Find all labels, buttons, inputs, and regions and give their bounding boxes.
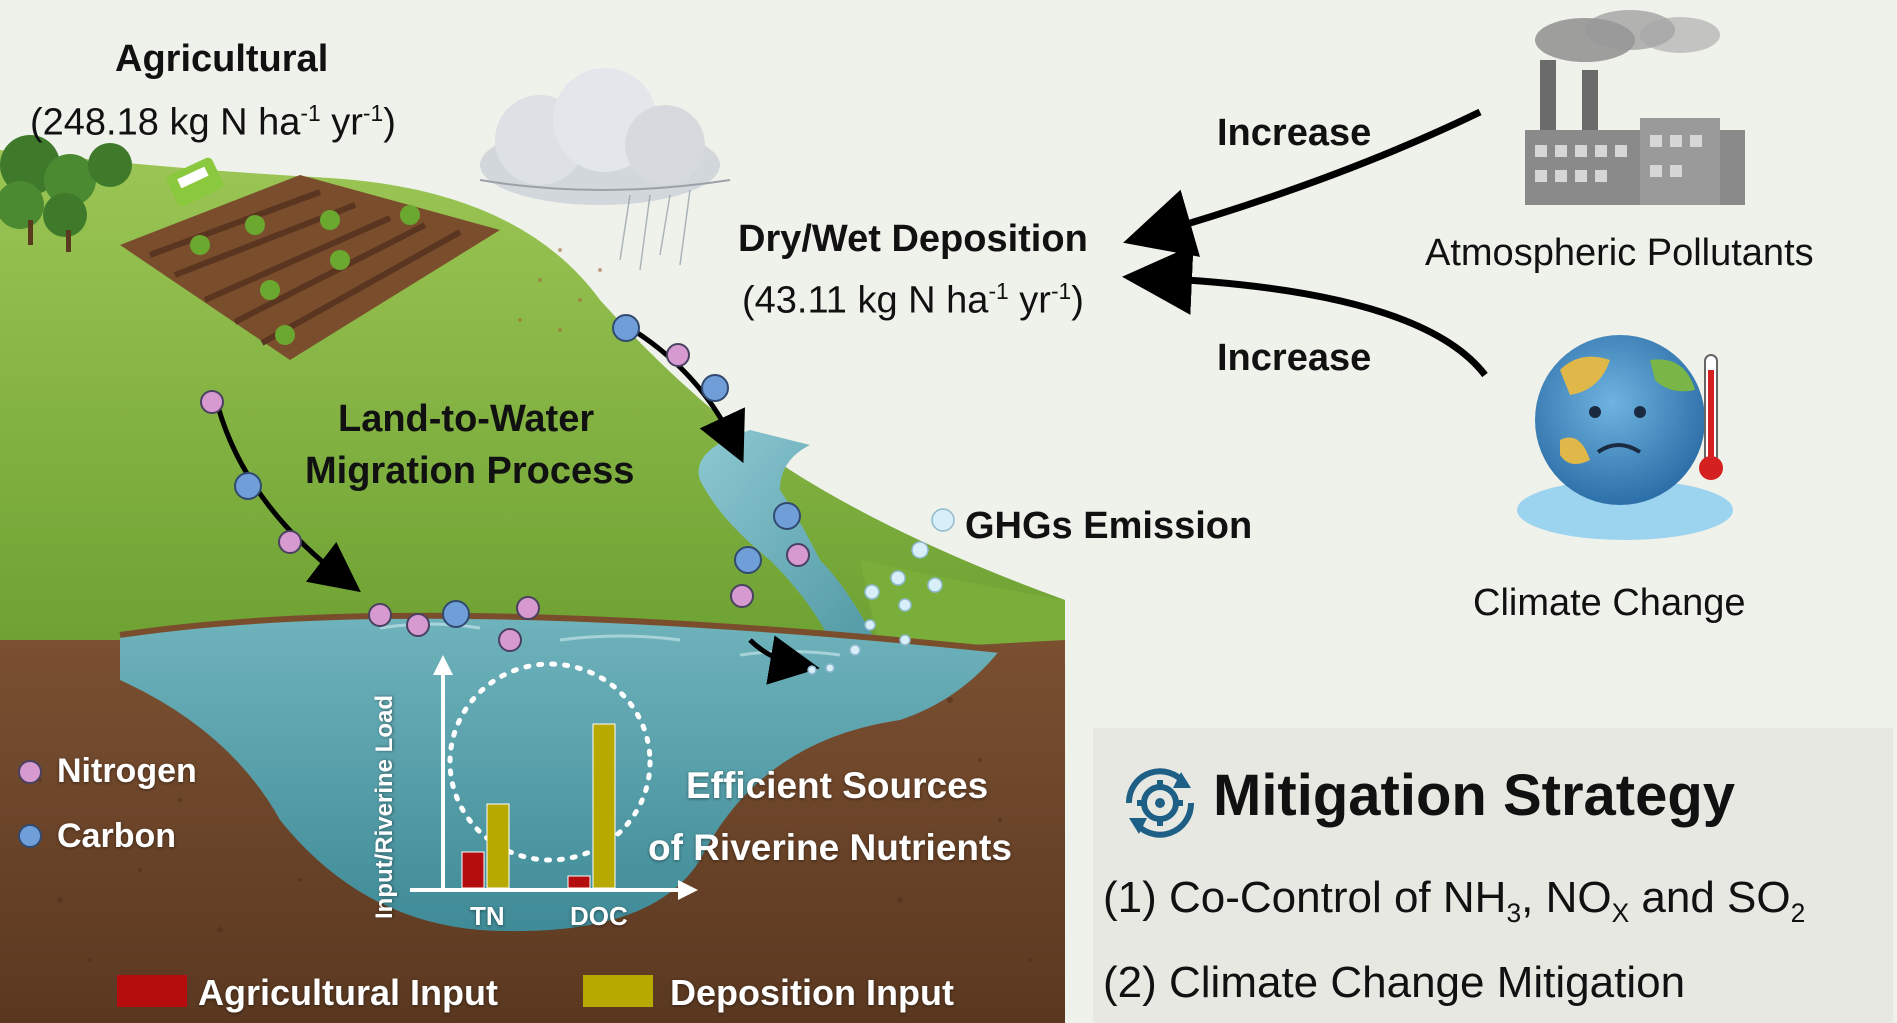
gear-refresh-icon: [1125, 768, 1195, 838]
highlight-circle: [447, 661, 653, 863]
farm-field: [120, 175, 500, 360]
bar-doc-agricultural: [567, 875, 591, 889]
legend-nitrogen-swatch: [18, 760, 42, 784]
legend-carbon-swatch: [18, 824, 42, 848]
agricultural-title: Agricultural: [115, 38, 329, 80]
mitigation-item-1: (1) Co-Control of NH3, NOX and SO2: [1103, 873, 1806, 928]
legend-nitrogen-label: Nitrogen: [57, 752, 197, 790]
chart-tick-doc: DOC: [570, 901, 628, 931]
land-to-water-label-line1: Land-to-Water: [338, 398, 595, 440]
mitigation-panel: Mitigation Strategy (1) Co-Control of NH…: [1093, 728, 1893, 1023]
rain-cloud: [479, 68, 731, 332]
trees: [0, 135, 132, 252]
deposition-title: Dry/Wet Deposition: [738, 218, 1088, 260]
chart-tick-tn: TN: [470, 901, 505, 931]
efficient-sources-label-line2: of Riverine Nutrients: [648, 827, 1012, 868]
ghg-bubbles: [807, 508, 955, 675]
lake-shore: [119, 612, 1001, 653]
factory-icon: [1525, 10, 1745, 205]
deposition-value: (43.11 kg N ha-1 yr-1): [742, 278, 1084, 322]
river-stream: [698, 430, 880, 650]
mitigation-title: Mitigation Strategy: [1213, 763, 1736, 828]
mitigation-item-2: (2) Climate Change Mitigation: [1103, 958, 1686, 1007]
river-bank: [860, 560, 1065, 650]
arrow-atm-to-deposition: [1123, 108, 1482, 257]
increase-label-bottom: Increase: [1217, 337, 1372, 379]
bar-doc-deposition: [592, 723, 616, 889]
bar-tn-deposition: [486, 803, 510, 889]
lake-water: [120, 615, 1000, 932]
climate-change-label: Climate Change: [1473, 582, 1746, 624]
legend-agricultural-swatch: [117, 975, 187, 1007]
sad-globe-icon: [1517, 335, 1733, 540]
legend-deposition-label: Deposition Input: [670, 972, 954, 1013]
legend-carbon-label: Carbon: [57, 817, 176, 855]
increase-label-top: Increase: [1217, 112, 1372, 154]
legend-deposition-swatch: [583, 975, 653, 1007]
fertilizer-bag: [166, 157, 224, 207]
chart-y-axis-label: Input/Riverine Load: [371, 694, 398, 920]
arrow-climate-to-deposition: [1122, 244, 1488, 378]
riverine-load-chart: [410, 655, 698, 900]
atmospheric-pollutants-label: Atmospheric Pollutants: [1425, 232, 1814, 274]
bar-tn-agricultural: [461, 851, 485, 889]
land-to-water-label-line2: Migration Process: [305, 450, 635, 492]
migration-arrow-left: [212, 394, 361, 593]
soil-speckles: [38, 697, 1032, 962]
nitrogen-particles: [200, 343, 810, 652]
agricultural-value: (248.18 kg N ha-1 yr-1): [30, 100, 396, 144]
ghg-emission-label: GHGs Emission: [965, 505, 1253, 547]
migration-arrow-right: [623, 322, 745, 464]
river-outflow-arrow: [748, 635, 820, 685]
efficient-sources-label-line1: Efficient Sources: [686, 765, 989, 806]
legend-agricultural-label: Agricultural Input: [198, 972, 498, 1013]
carbon-particles: [234, 314, 801, 628]
